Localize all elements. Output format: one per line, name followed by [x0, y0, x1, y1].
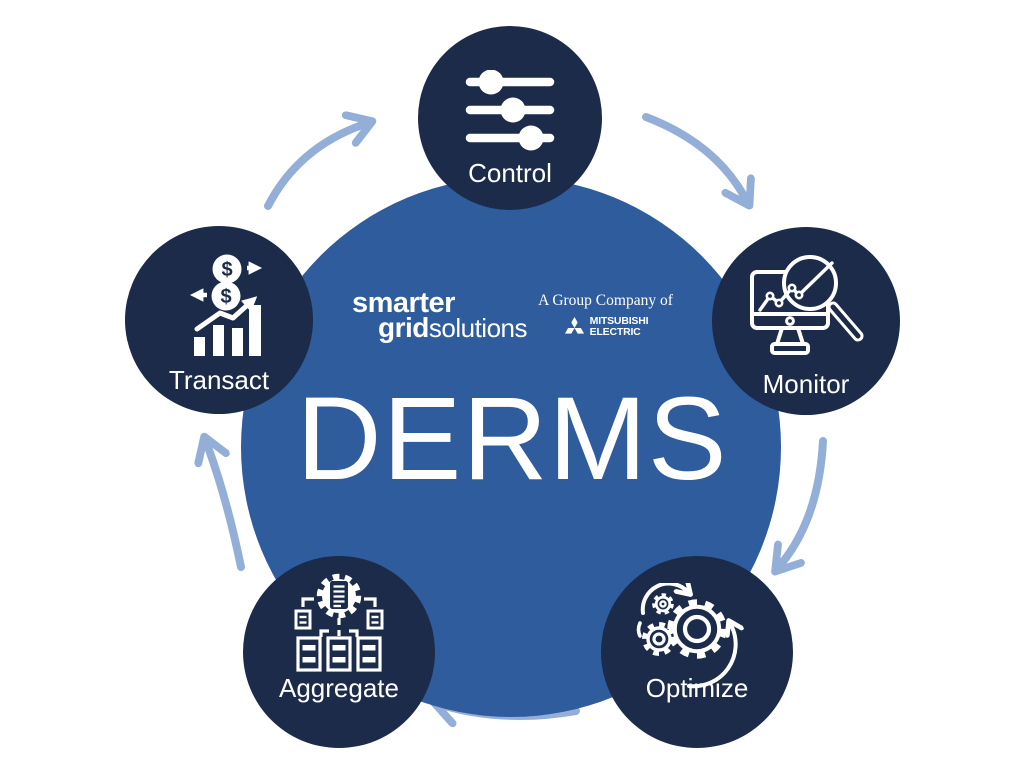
node-transact-label: Transact — [168, 365, 270, 395]
gear-network-servers-icon — [294, 573, 384, 672]
dollar-exchange-growth-chart-icon: $ $ — [189, 254, 263, 356]
sliders-icon — [465, 70, 555, 151]
node-monitor-label: Monitor — [762, 369, 850, 399]
partner-block: A Group Company of MITSUBISHI ELECTRIC — [533, 292, 678, 338]
sgs-word-solutions: solutions — [428, 313, 528, 343]
sgs-word-smarter: smarter — [352, 287, 455, 319]
brand-name-line2: ELECTRIC — [589, 326, 641, 339]
dollar-symbol: $ — [220, 286, 231, 308]
node-aggregate-label: Aggregate — [279, 673, 399, 703]
monitor-magnifier-chart-icon — [750, 255, 864, 355]
node-control-label: Control — [468, 158, 552, 188]
brand-name-line1: MITSUBISHI — [589, 315, 649, 328]
arrow-control-to-monitor — [642, 113, 744, 196]
mitsubishi-three-diamond-icon — [562, 316, 586, 336]
arrow-transact-to-control — [264, 125, 362, 210]
partner-tagline: A Group Company of — [538, 292, 673, 309]
arrow-aggregate-to-transact — [208, 447, 245, 571]
derms-title: DERMS — [296, 373, 728, 505]
arrow-monitor-to-optimize — [782, 437, 827, 563]
sgs-word-grid: grid — [378, 312, 429, 343]
dollar-symbol: $ — [221, 259, 232, 281]
smarter-grid-solutions-logo: smarter gridsolutions — [352, 287, 528, 343]
gears-cycle-icon — [636, 583, 753, 689]
